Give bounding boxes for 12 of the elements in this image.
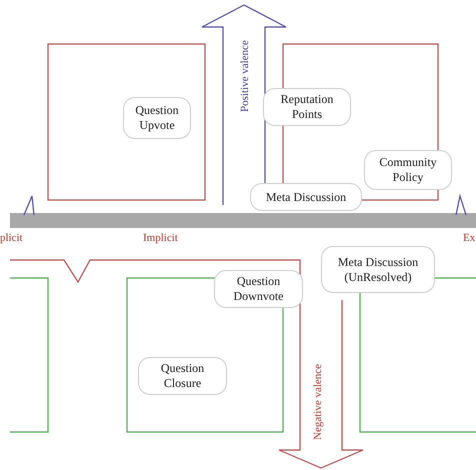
axis-label: plicit (0, 232, 23, 244)
rounded-box: Question Downvote (214, 270, 303, 308)
rounded-box: Question Closure (138, 357, 227, 395)
rounded-box: Question Upvote (123, 97, 191, 139)
axis-label: Negative valence (312, 364, 324, 440)
axis-label: Implicit (143, 232, 178, 244)
rounded-box: Reputation Points (263, 88, 351, 126)
axis-label: Ex (463, 232, 476, 244)
rounded-box: Community Policy (364, 150, 452, 190)
rounded-box: Meta Discussion (UnResolved) (321, 246, 435, 293)
axis-label: Positive valence (239, 40, 251, 112)
rounded-box: Meta Discussion (250, 183, 362, 211)
